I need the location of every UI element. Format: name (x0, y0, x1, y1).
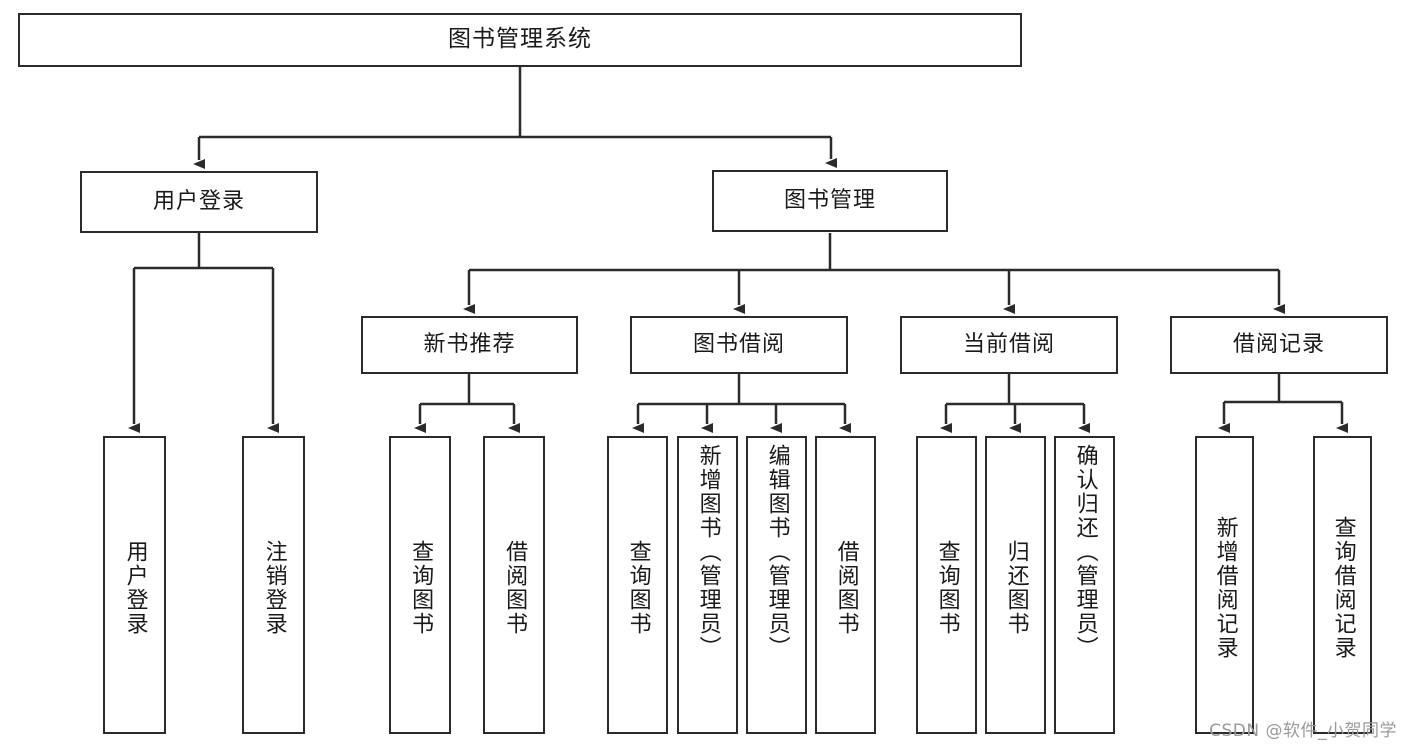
node-book-manage-label: 图书管理 (783, 187, 876, 213)
csdn-watermark: CSDN @软件_小贺同学 (1209, 721, 1397, 741)
node-leaf-add-record-label: 新增借阅记录 (1212, 516, 1238, 660)
node-book-borrow[interactable]: 图书借阅 (630, 316, 848, 374)
node-leaf-borrow-book-2[interactable]: 借阅图书 (815, 436, 876, 734)
node-leaf-query-book-2-label: 查询图书 (625, 540, 651, 636)
node-leaf-query-book-1[interactable]: 查询图书 (389, 436, 451, 734)
node-leaf-edit-book-label: 编辑图书（管理员） (764, 444, 790, 660)
node-leaf-logout[interactable]: 注销登录 (242, 436, 305, 734)
node-leaf-return-book[interactable]: 归还图书 (985, 436, 1046, 734)
node-borrow-record-label: 借阅记录 (1232, 331, 1325, 357)
node-leaf-confirm-return[interactable]: 确认归还（管理员） (1054, 436, 1115, 734)
node-leaf-return-book-label: 归还图书 (1003, 540, 1029, 636)
node-user-login-label: 用户登录 (152, 188, 245, 214)
node-leaf-confirm-return-label: 确认归还（管理员） (1072, 444, 1098, 660)
node-leaf-edit-book[interactable]: 编辑图书（管理员） (746, 436, 807, 734)
node-book-manage[interactable]: 图书管理 (712, 170, 948, 232)
node-new-book-recommend-label: 新书推荐 (423, 331, 516, 357)
node-leaf-add-book-label: 新增图书（管理员） (695, 444, 721, 660)
node-leaf-query-book-1-label: 查询图书 (408, 540, 434, 636)
node-leaf-query-record-label: 查询借阅记录 (1330, 516, 1356, 660)
node-leaf-borrow-book-1-label: 借阅图书 (502, 540, 528, 636)
node-current-borrow[interactable]: 当前借阅 (900, 316, 1118, 374)
node-leaf-query-book-3-label: 查询图书 (934, 540, 960, 636)
node-new-book-recommend[interactable]: 新书推荐 (361, 316, 578, 374)
node-book-borrow-label: 图书借阅 (692, 331, 785, 357)
node-current-borrow-label: 当前借阅 (962, 331, 1055, 357)
node-root[interactable]: 图书管理系统 (18, 13, 1022, 67)
node-leaf-add-record[interactable]: 新增借阅记录 (1195, 436, 1254, 734)
node-root-label: 图书管理系统 (448, 26, 592, 53)
node-leaf-user-login[interactable]: 用户登录 (103, 436, 166, 734)
node-leaf-user-login-label: 用户登录 (122, 540, 148, 636)
node-leaf-query-book-2[interactable]: 查询图书 (607, 436, 668, 734)
node-leaf-query-book-3[interactable]: 查询图书 (916, 436, 977, 734)
node-leaf-query-record[interactable]: 查询借阅记录 (1313, 436, 1372, 734)
node-leaf-borrow-book-1[interactable]: 借阅图书 (483, 436, 545, 734)
node-leaf-logout-label: 注销登录 (261, 540, 287, 636)
node-user-login[interactable]: 用户登录 (80, 171, 318, 233)
node-leaf-add-book[interactable]: 新增图书（管理员） (677, 436, 738, 734)
node-leaf-borrow-book-2-label: 借阅图书 (833, 540, 859, 636)
node-borrow-record[interactable]: 借阅记录 (1170, 316, 1388, 374)
